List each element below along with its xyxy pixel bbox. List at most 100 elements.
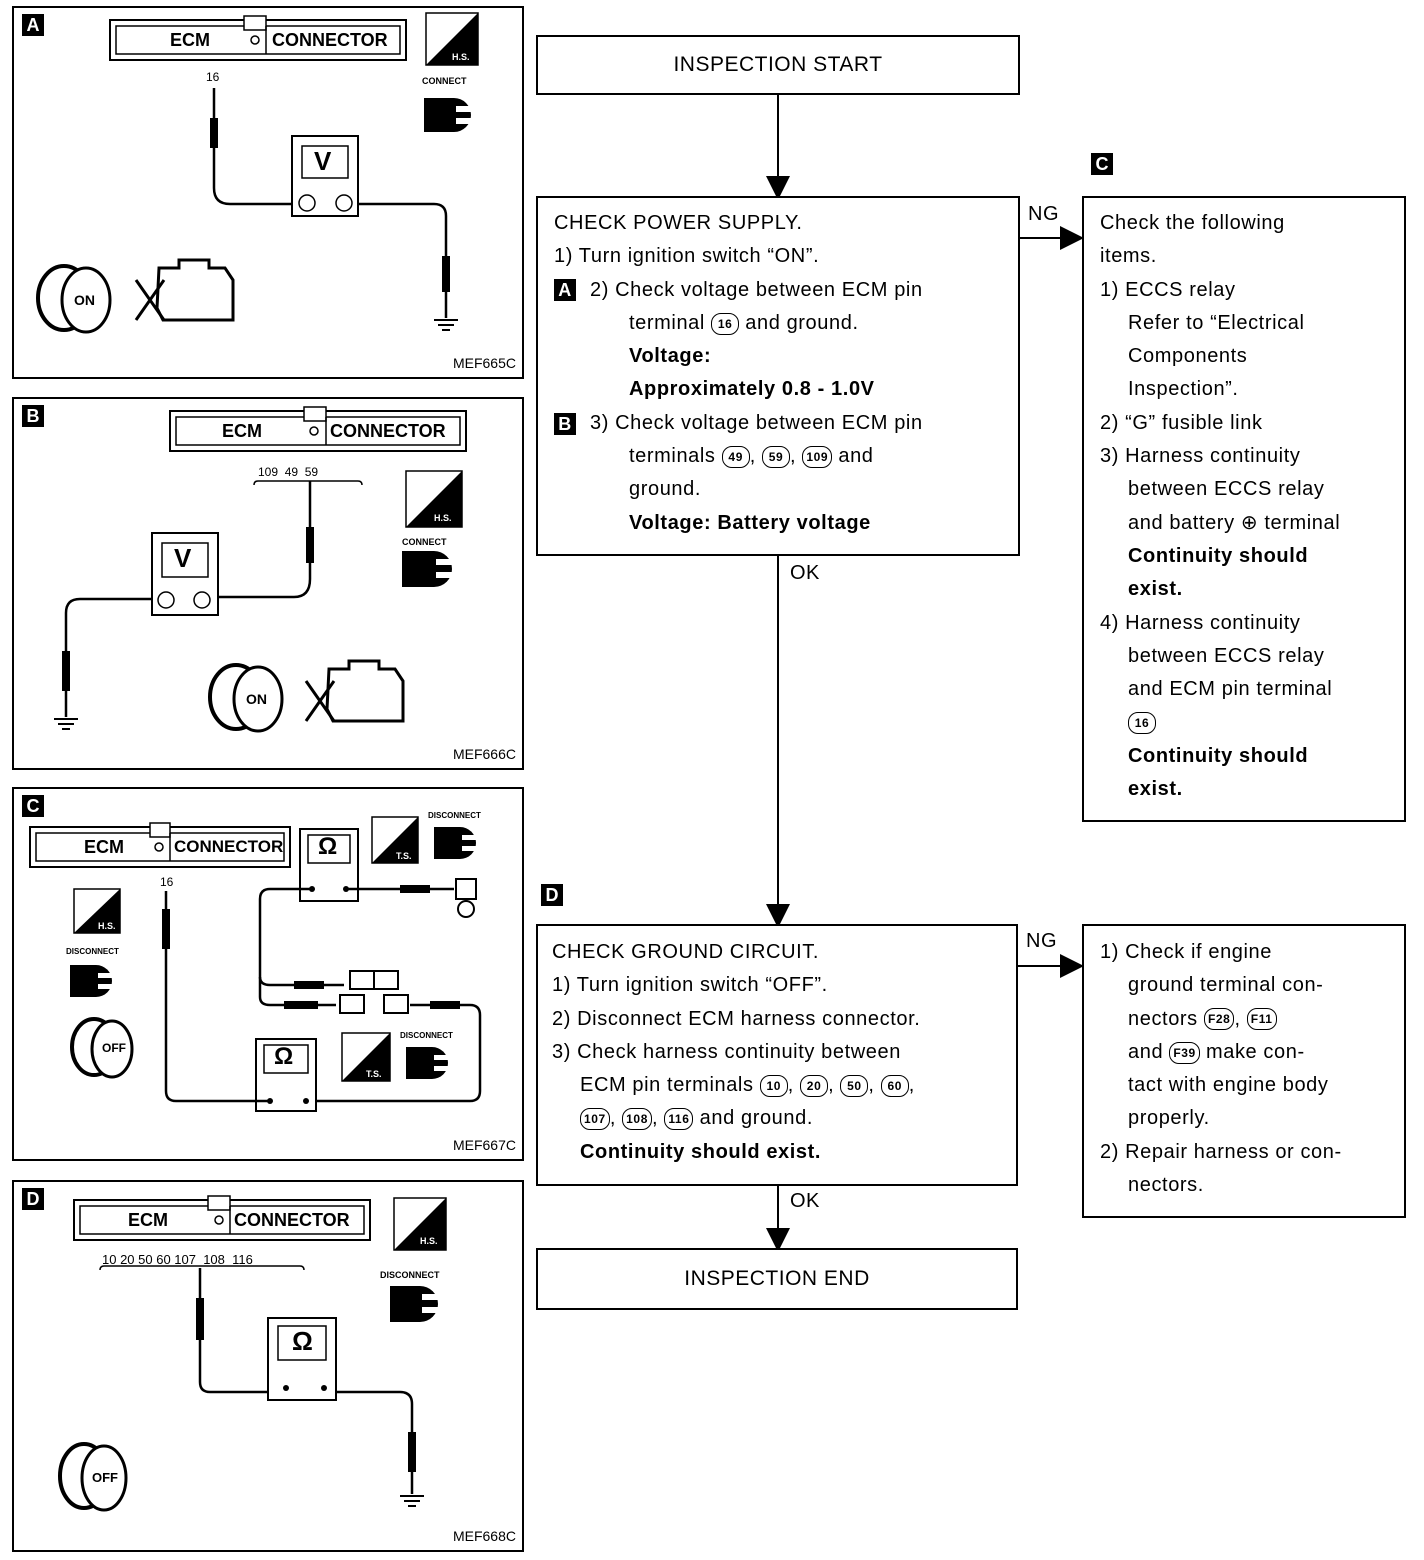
checks-l16: Continuity should — [1128, 744, 1309, 767]
panel-a-status: CONNECT — [422, 76, 467, 86]
panel-c-connector-label: CONNECTOR — [174, 837, 284, 856]
panel-d-ecm-label: ECM — [128, 1210, 168, 1230]
panel-c-meter-lower: Ω — [274, 1043, 294, 1070]
panel-b-meter: V — [174, 543, 192, 573]
repair-l1: 1) Check if engine — [1100, 941, 1273, 963]
panel-c-status: DISCONNECT — [66, 947, 119, 956]
panel-b-hs: H.S. — [434, 513, 452, 523]
repair-l4: make con- — [1199, 1040, 1305, 1063]
checks-l3: 1) ECCS relay — [1100, 278, 1236, 301]
inspection-end-box: INSPECTION END — [536, 1248, 1018, 1310]
power-step2: 2) Check voltage between ECM pin — [590, 278, 923, 301]
panel-b-tag: B — [22, 405, 44, 427]
repair-l6: properly. — [1128, 1107, 1210, 1130]
ng-label-1: NG — [1028, 203, 1059, 225]
checks-l10: and battery ⊕ terminal — [1128, 511, 1341, 534]
ground-step1: 1) Turn ignition switch “OFF”. — [552, 974, 828, 997]
separator: , — [828, 1074, 841, 1097]
ground-step3: 3) Check harness continuity between — [552, 1040, 901, 1063]
panel-b: B ECM CONNECTOR 109 49 59 V H.S. CONNECT… — [12, 397, 524, 770]
panel-a-diagram — [36, 12, 479, 334]
panel-a-meter: V — [314, 146, 332, 176]
panel-b-status: CONNECT — [402, 537, 447, 547]
power-battery-voltage: Voltage: Battery voltage — [629, 511, 871, 534]
panel-b-key: ON — [246, 691, 267, 707]
pin-20-badge: 20 — [800, 1074, 829, 1097]
checks-l5: Components — [1128, 345, 1248, 368]
panel-c: C ECM CONNECTOR 16 Ω Ω H.S. T.S. T.S. DI… — [12, 787, 524, 1161]
panel-d-connector-label: CONNECTOR — [234, 1210, 350, 1230]
panel-c-hs: H.S. — [98, 921, 116, 931]
checks-l8: 3) Harness continuity — [1100, 445, 1301, 468]
panel-c-ts-lower: T.S. — [366, 1069, 382, 1079]
panel-a-tag: A — [22, 14, 44, 36]
power-step3-terminals: terminals — [629, 445, 722, 468]
separator: , — [790, 445, 803, 468]
pin-109-badge: 109 — [802, 445, 833, 468]
panel-c-status-upper: DISCONNECT — [428, 811, 481, 820]
panel-c-pins: 16 — [160, 875, 174, 889]
check-power-supply-box: CHECK POWER SUPPLY. 1) Turn ignition swi… — [536, 196, 1020, 556]
checks-l13: 4) Harness continuity — [1100, 611, 1301, 634]
panel-c-key: OFF — [102, 1041, 126, 1055]
panel-a: A ECM CONNECTOR 16 V H.S. CONNECT ON MEF… — [12, 6, 524, 379]
connector-f11-badge: F11 — [1246, 1008, 1277, 1031]
ground-step2: 2) Disconnect ECM harness connector. — [552, 1007, 921, 1030]
panel-d-status: DISCONNECT — [380, 1270, 440, 1280]
panel-d-code: MEF668C — [452, 1528, 516, 1544]
panel-d-meter: Ω — [292, 1326, 313, 1356]
pin-116-badge: 116 — [664, 1108, 694, 1131]
panel-d-tag: D — [22, 1188, 44, 1210]
panel-a-code: MEF665C — [452, 355, 516, 371]
ok-label-2: OK — [790, 1190, 820, 1212]
separator: , — [609, 1107, 623, 1130]
panel-b-pins: 109 49 59 — [258, 465, 319, 479]
separator: , — [787, 1074, 801, 1097]
panel-b-diagram — [54, 406, 467, 733]
panel-a-pins: 16 — [206, 70, 220, 84]
power-step3: 3) Check voltage between ECM pin — [590, 411, 923, 434]
power-step3-and: and — [832, 445, 874, 468]
ok-label-1: OK — [790, 562, 820, 584]
panel-d-hs: H.S. — [420, 1236, 438, 1246]
checks-l6: Inspection”. — [1128, 378, 1239, 401]
panel-c-meter-upper: Ω — [318, 833, 338, 860]
panel-a-connector-label: CONNECTOR — [272, 30, 388, 50]
check-items-box: Check the following items. 1) ECCS relay… — [1082, 196, 1406, 822]
separator: , — [908, 1074, 915, 1097]
repair-l2: ground terminal con- — [1128, 974, 1324, 997]
check-ground-circuit-box: CHECK GROUND CIRCUIT. 1) Turn ignition s… — [536, 924, 1018, 1186]
pin-49-badge: 49 — [721, 445, 750, 468]
checks-l4: Refer to “Electrical — [1128, 311, 1305, 334]
checks-pin-16-badge: 16 — [1128, 712, 1156, 735]
repair-l4-and: and — [1128, 1040, 1170, 1063]
panel-a-hs: H.S. — [452, 52, 470, 62]
separator: , — [1234, 1007, 1247, 1030]
panel-d-key: OFF — [92, 1470, 118, 1485]
panel-d-diagram — [58, 1195, 447, 1512]
checks-l17: exist. — [1128, 778, 1183, 801]
ground-continuity: Continuity should exist. — [580, 1140, 822, 1163]
power-voltage-label: Voltage: — [629, 345, 712, 368]
panel-a-ecm-label: ECM — [170, 30, 210, 50]
connector-f28-badge: F28 — [1203, 1008, 1235, 1031]
pin-10-badge: 10 — [759, 1074, 788, 1097]
separator: , — [868, 1074, 881, 1097]
pin-16-badge: 16 — [711, 312, 740, 335]
ground-step3-terminals: ECM pin terminals — [580, 1074, 760, 1097]
ground-step3-and-ground: and ground. — [693, 1107, 813, 1130]
connector-f39-badge: F39 — [1169, 1041, 1200, 1064]
checks-l7: 2) “G” fusible link — [1100, 411, 1263, 434]
panel-c-tag: C — [22, 795, 44, 817]
ground-title: CHECK GROUND CIRCUIT. — [552, 941, 820, 963]
ng-label-2: NG — [1026, 930, 1057, 952]
panel-b-connector-label: CONNECTOR — [330, 421, 446, 441]
pin-50-badge: 50 — [840, 1074, 869, 1097]
panel-c-status-lower: DISCONNECT — [400, 1031, 453, 1040]
power-step1: 1) Turn ignition switch “ON”. — [554, 245, 820, 268]
repair-l7: 2) Repair harness or con- — [1100, 1140, 1342, 1163]
power-step2-ground: and ground. — [739, 311, 859, 334]
power-step2-terminal: terminal — [629, 311, 712, 334]
separator: , — [749, 445, 763, 468]
checks-l15: and ECM pin terminal — [1128, 678, 1333, 701]
